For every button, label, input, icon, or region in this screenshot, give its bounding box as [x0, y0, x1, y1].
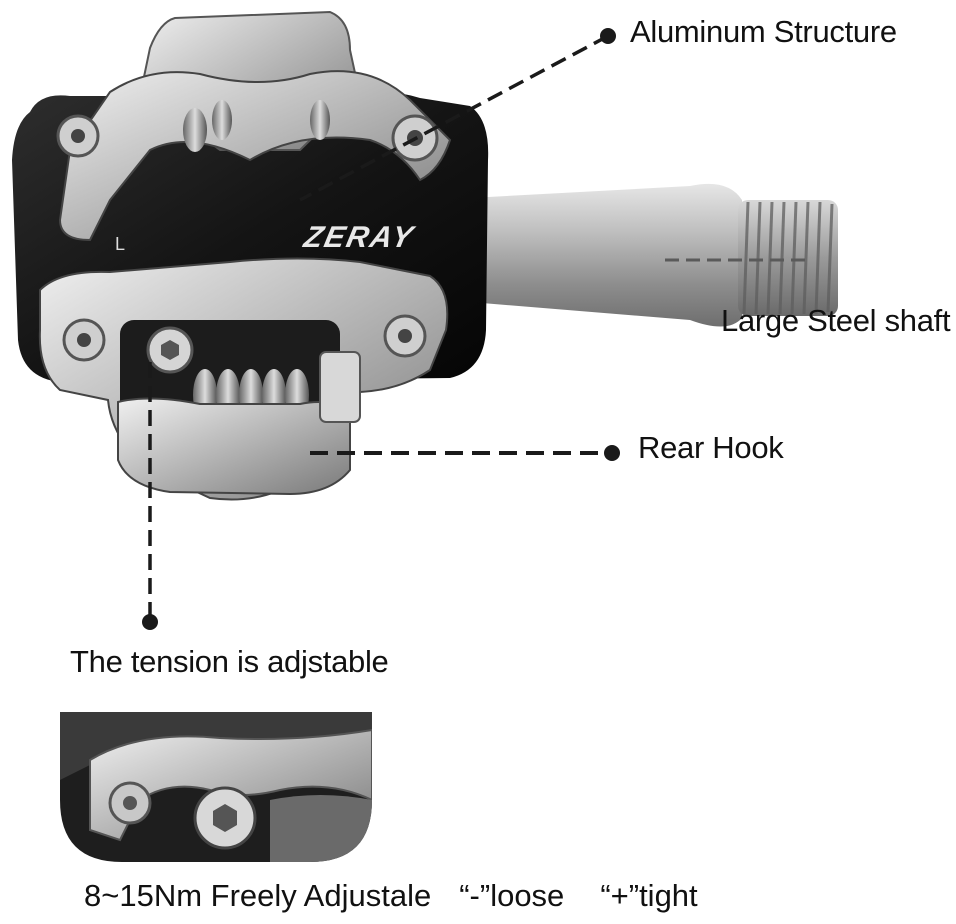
steel-shaft: [470, 183, 838, 327]
callout-dot-hook: [604, 445, 620, 461]
callout-dot-aluminum: [600, 28, 616, 44]
tension-closeup-photo: [60, 712, 372, 862]
callout-aluminum-structure: Aluminum Structure: [630, 14, 897, 49]
rear-hook-plate: [117, 397, 351, 496]
callout-tension-adjustable: The tension is adjstable: [70, 644, 389, 679]
brand-logo: ZERAY: [300, 221, 418, 254]
callout-lines: [142, 28, 808, 630]
caption-minus-loose: “-”loose: [459, 878, 565, 913]
callout-rear-hook: Rear Hook: [638, 430, 784, 465]
spring-front: [183, 100, 330, 152]
callout-dot-tension: [142, 614, 158, 630]
pedal-illustration: L ZERAY: [12, 10, 838, 501]
caption-plus-tight: “+”tight: [600, 878, 698, 913]
side-mark: L: [115, 234, 125, 254]
caption-range: 8~15Nm Freely Adjustale: [84, 878, 432, 913]
callout-line-aluminum: [299, 34, 609, 202]
callout-steel-shaft: Large Steel shaft: [721, 303, 951, 338]
torque-caption: 8~15Nm Freely Adjustale “-”loose “+”tight: [84, 878, 698, 914]
